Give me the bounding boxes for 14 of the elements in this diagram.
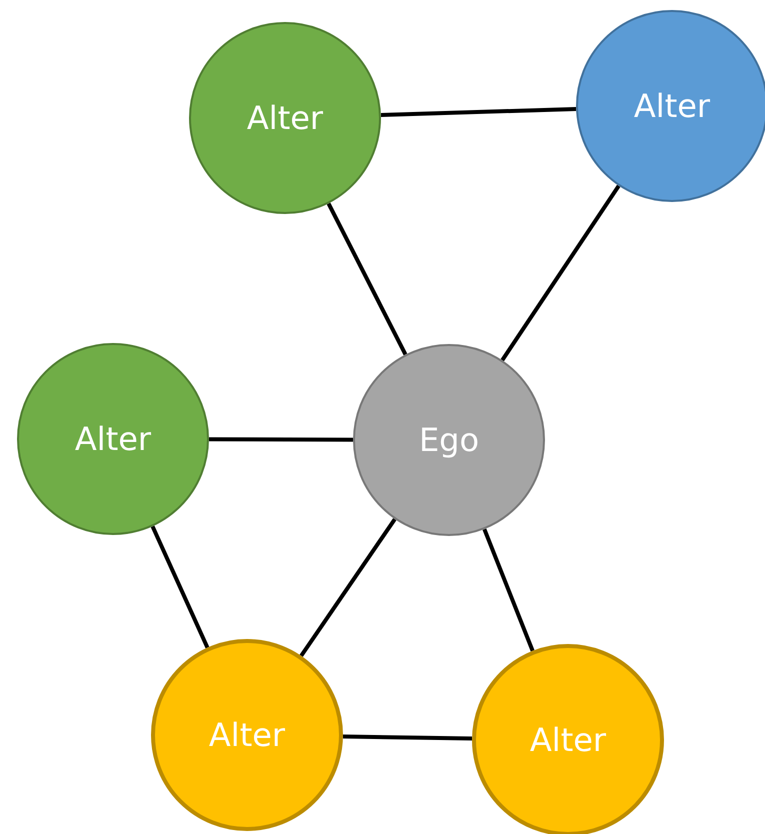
node-label: Ego xyxy=(418,421,480,459)
node-label: Alter xyxy=(208,716,286,754)
node-label: Alter xyxy=(530,721,606,759)
connector-line xyxy=(380,106,576,118)
connector-line xyxy=(150,526,210,648)
connector-line xyxy=(300,518,396,657)
node-label: Alter xyxy=(246,99,324,137)
connector-line xyxy=(482,528,534,652)
connector-line xyxy=(342,734,472,740)
node-label: Alter xyxy=(634,87,710,125)
node-label: Alter xyxy=(74,420,152,458)
connector-line xyxy=(209,437,353,442)
connector-line xyxy=(500,184,620,362)
connector-line xyxy=(326,202,408,356)
